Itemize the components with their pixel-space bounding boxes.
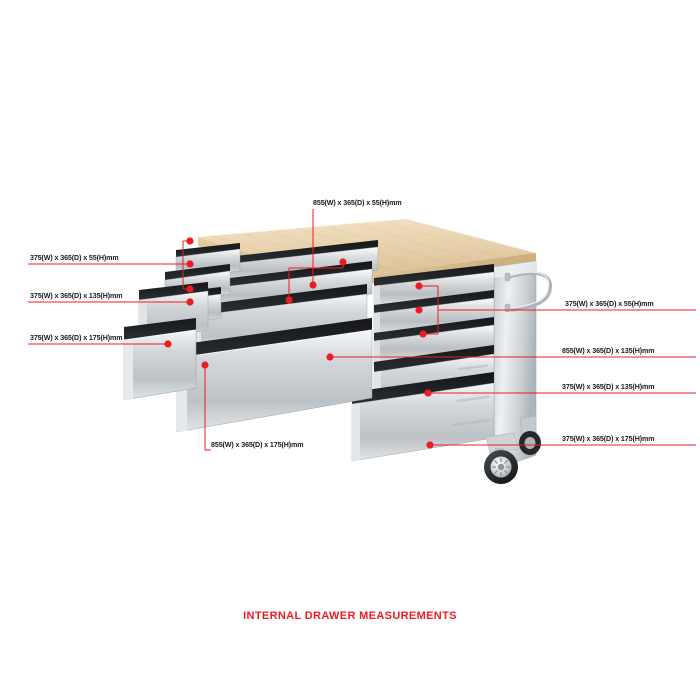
- callout-dots: [164, 237, 434, 449]
- drawer-bank-right: [351, 264, 495, 462]
- drawer-open: [351, 372, 495, 462]
- callout-label-top-center: 855(W) x 365(D) x 55(H)mm: [313, 199, 402, 207]
- callout-label-left-2: 375(W) x 365(D) x 135(H)mm: [30, 292, 123, 300]
- drawer-open: [123, 318, 197, 401]
- callout-label-right-2: 855(W) x 365(D) x 135(H)mm: [562, 347, 655, 355]
- callout-label-right-4: 375(W) x 365(D) x 175(H)mm: [562, 435, 655, 443]
- caster-wheel-front: [484, 432, 519, 484]
- caster-wheel-rear: [519, 415, 541, 455]
- drawer-open: [176, 318, 373, 433]
- callout-label-left-1: 375(W) x 365(D) x 55(H)mm: [30, 254, 119, 262]
- callout-label-right-3: 375(W) x 365(D) x 135(H)mm: [562, 383, 655, 391]
- drawer-bank-left: [123, 243, 241, 401]
- side-handle: [507, 271, 553, 312]
- callout-label-left-3: 375(W) x 365(D) x 175(H)mm: [30, 334, 123, 342]
- figure-title: INTERNAL DRAWER MEASUREMENTS: [243, 610, 457, 622]
- callout-label-right-1: 375(W) x 365(D) x 55(H)mm: [565, 300, 654, 308]
- callout-leaders: [28, 209, 696, 451]
- callout-label-bottom-center: 855(W) x 365(D) x 175(H)mm: [211, 441, 304, 449]
